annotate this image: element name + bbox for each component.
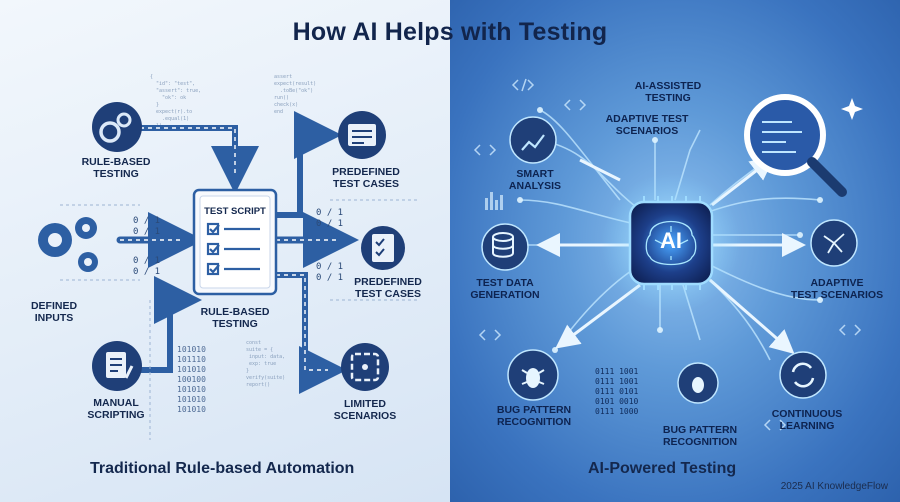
label-rule-based-testing: RULE-BASED TESTING [81,156,151,180]
page-title: How AI Helps with Testing [292,18,608,46]
gears-icon-circle [92,102,142,152]
sparkle-icon [841,98,863,120]
label-adaptive-test-scenarios-right: ADAPTIVE TEST SCENARIOS [790,277,884,301]
label-smart-analysis: SMART ANALYSIS [508,168,562,192]
right-heading: AI-Powered Testing [588,460,737,477]
limited-scenarios-icon [341,343,389,391]
smart-analysis-icon [509,116,557,164]
label-limited-scenarios: LIMITED SCENARIOS [333,398,397,422]
brain-icon [645,221,697,266]
binary-bits: 0 / 1 0 / 1 [316,208,344,229]
label-bug-pattern-recognition-left: BUG PATTERN RECOGNITION [496,404,572,428]
label-test-script: TEST SCRIPT [204,206,266,217]
binary-stream: 101010 101110 101010 100100 101010 10101… [177,345,206,414]
bar-chart-icon [485,192,503,210]
label-predefined-test-cases-1: PREDEFINED TEST CASES [332,166,400,190]
continuous-learning-icon [779,351,827,399]
binary-bits: 0 / 1 0 / 1 [133,256,161,277]
predefined-icon-2 [361,226,405,270]
label-defined-inputs: DEFINED INPUTS [30,300,78,324]
code-texture: assert expect(result) .toBe("ok") run() … [274,74,317,115]
label-adaptive-test-scenarios-top: ADAPTIVE TEST SCENARIOS [605,113,689,137]
binary-stream: 0111 1001 0111 1001 0111 0101 0101 0010 … [595,367,639,416]
adaptive-network-icon [810,219,858,267]
label-continuous-learning: CONTINUOUS LEARNING [771,408,843,432]
magnifier-icon [744,94,847,197]
credit-text: 2025 AI KnowledgeFlow [780,481,888,492]
bug-icon-left [507,349,559,401]
label-bug-pattern-recognition-bottom: BUG PATTERN RECOGNITION [662,424,738,448]
label-manual-scripting: MANUAL SCRIPTING [87,397,145,421]
manual-scripting-icon [92,341,142,391]
label-predefined-test-cases-2: PREDEFINED TEST CASES [354,276,422,300]
binary-bits: 0 / 1 0 / 1 [316,262,344,283]
label-ai-assisted-testing: AI-ASSISTED TESTING [634,80,702,104]
left-heading: Traditional Rule-based Automation [90,460,355,477]
label-test-data-generation: TEST DATA GENERATION [470,277,540,301]
left-flow-dashes [120,127,338,371]
code-texture: const suite = { input: data, exp: true }… [246,340,286,388]
predefined-icon-1 [338,111,386,159]
code-brackets [473,78,862,431]
gears-icon [38,217,98,272]
test-script-document [192,188,278,296]
label-rule-based-testing-caption: RULE-BASED TESTING [200,306,270,330]
code-texture: { "id": "test", "assert": true, "ok": ok… [150,74,202,129]
ai-center-label: AI [660,228,682,253]
bug-icon-bottom [677,362,719,404]
binary-bits: 0 / 1 0 / 1 [133,216,161,237]
database-icon [481,223,529,271]
